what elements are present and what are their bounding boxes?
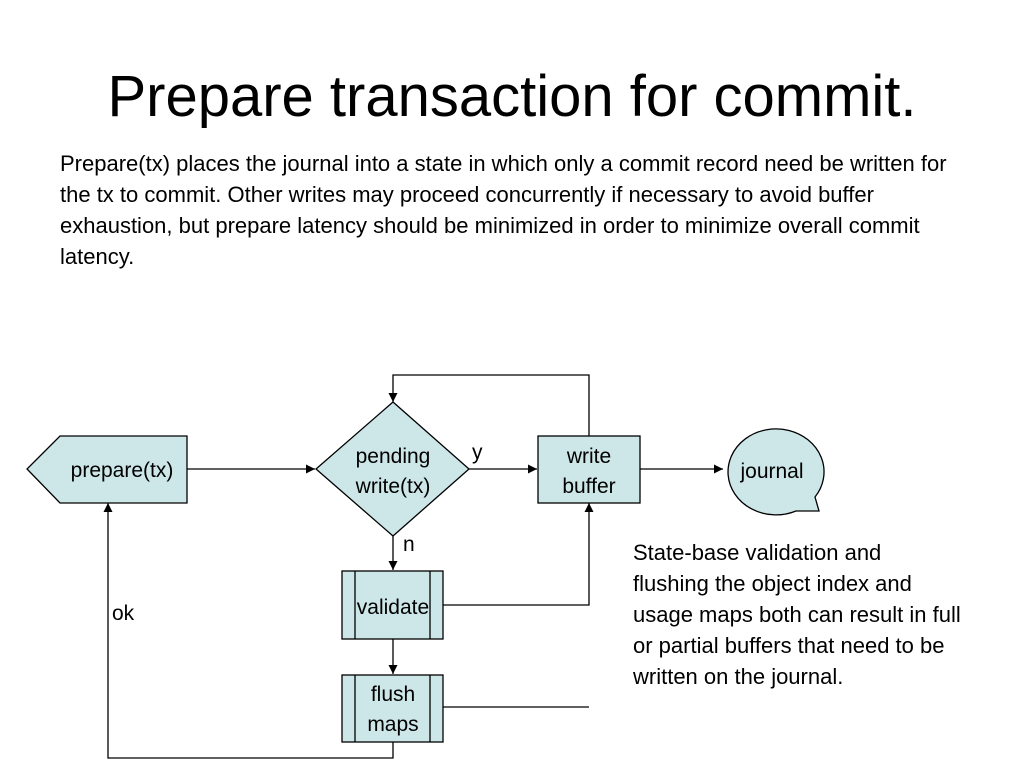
edge-label-ok: ok <box>112 602 135 625</box>
node-journal-label: journal <box>739 460 803 483</box>
node-pending-label-line1: pending <box>356 445 431 468</box>
node-validate-label: validate <box>357 596 429 619</box>
side-note: State-base validation and flushing the o… <box>633 540 961 689</box>
node-validate: validate <box>341 570 444 640</box>
node-write-buffer-label-line2: buffer <box>562 475 615 498</box>
slide-title: Prepare transaction for commit. <box>107 64 917 129</box>
node-pending-label-line2: write(tx) <box>355 475 431 498</box>
node-flush-maps: flush maps <box>341 674 444 743</box>
node-prepare-label: prepare(tx) <box>71 459 174 482</box>
node-pending-decision: pending write(tx) <box>315 401 470 537</box>
edge-flush-maps-ok-to-prepare <box>103 503 394 759</box>
node-write-buffer-label-line1: write <box>566 445 611 468</box>
edge-label-yes: y <box>472 441 483 464</box>
node-flush-maps-label-line2: maps <box>367 713 418 736</box>
edge-write-buffer-loop-to-pending <box>388 374 590 436</box>
node-prepare: prepare(tx) <box>26 435 188 504</box>
intro-paragraph: Prepare(tx) places the journal into a st… <box>60 151 947 269</box>
edge-validate-to-write-buffer <box>443 503 594 606</box>
edge-label-no: n <box>403 533 415 556</box>
node-write-buffer: write buffer <box>537 435 641 504</box>
node-journal: journal <box>727 428 825 516</box>
node-flush-maps-label-line1: flush <box>371 683 415 706</box>
